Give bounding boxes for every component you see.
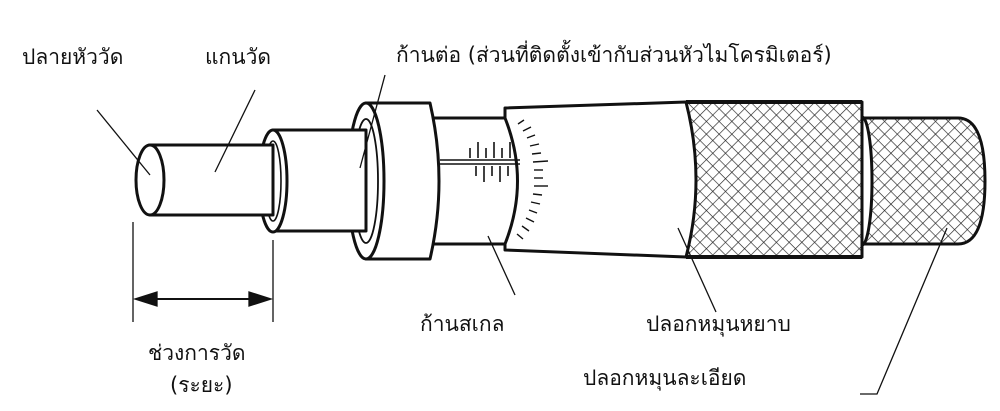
spindle-tip (134, 143, 166, 217)
thimble-body (503, 100, 698, 259)
label-ratchet: ปลอกหมุนละเอียด (583, 366, 746, 391)
thimble-graduations (516, 119, 549, 240)
range-arrow-right (248, 291, 274, 307)
leader-sleeve (487, 235, 516, 296)
sleeve-graduations (469, 142, 511, 182)
label-range: ช่วงการวัด (148, 341, 246, 365)
label-adapter: ก้านต่อ (ส่วนที่ติดตั้งเข้ากับส่วนหัวไมโ… (396, 40, 832, 67)
leader-ratchet (860, 227, 948, 395)
leader-adapter (359, 74, 386, 169)
leader-thimble (677, 227, 717, 313)
label-range-note: (ระยะ) (170, 373, 233, 397)
thimble-knurl (684, 100, 864, 259)
leader-tip (96, 109, 151, 176)
label-tip: ปลายหัววัด (22, 45, 123, 69)
spindle (148, 143, 275, 217)
leader-spindle (214, 89, 256, 173)
micrometer-drawing (134, 100, 987, 261)
ratchet-knurl (860, 116, 987, 246)
label-sleeve: ก้านสเกล (420, 312, 504, 336)
label-spindle: แกนวัด (205, 45, 271, 69)
range-dimension (132, 222, 274, 322)
leader-lines (96, 74, 948, 395)
label-thimble: ปลอกหมุนหยาบ (646, 312, 791, 337)
sleeve-body (430, 116, 519, 246)
range-arrow-left (132, 291, 158, 307)
